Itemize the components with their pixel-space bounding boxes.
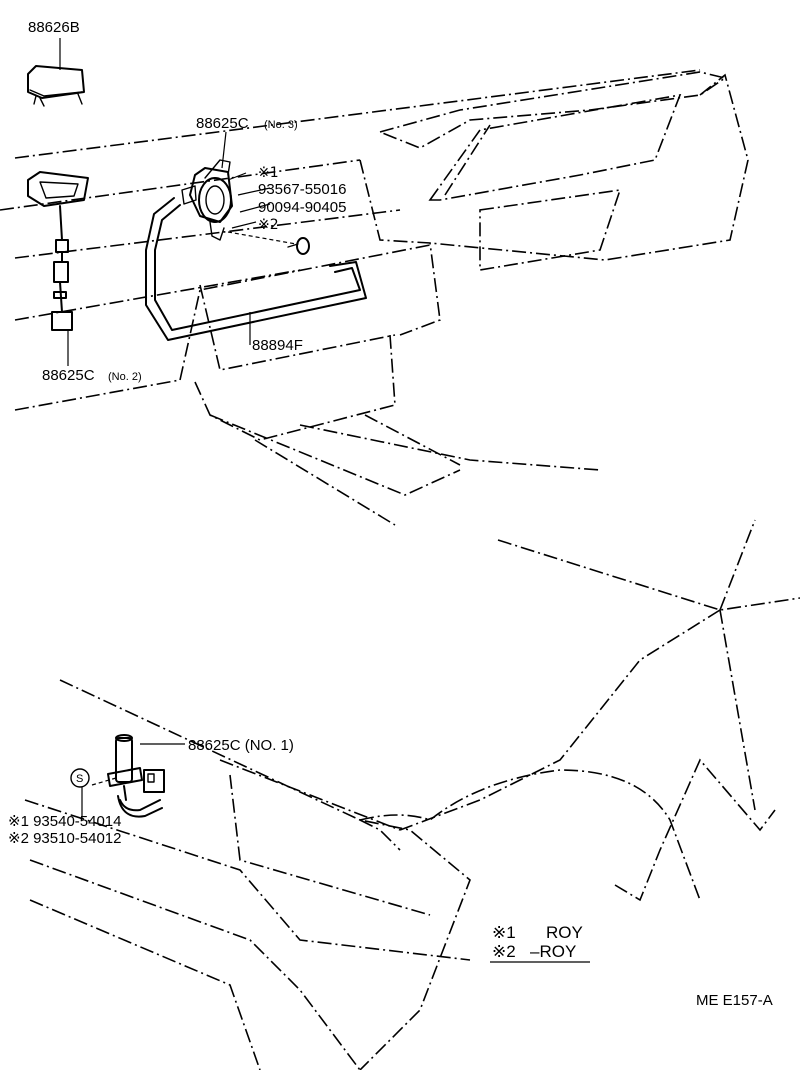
legend: ※1 ROY ※2 –ROY [490, 923, 590, 963]
label-88626B: 88626B [28, 19, 80, 36]
label-88894F: 88894F [252, 337, 303, 354]
cap-88626B [27, 65, 85, 107]
legend-row1-text: ROY [546, 923, 583, 942]
label-90094-90405: 90094-90405 [258, 199, 346, 216]
legend-row2-text: –ROY [530, 942, 576, 961]
label-93567-55016: 93567-55016 [258, 181, 346, 198]
switch-88625C-no2 [27, 171, 89, 331]
part-labels: 88626B 88625C (No. 3) ※1 93567-55016 900… [8, 19, 346, 847]
front-body-outline [24, 519, 800, 1070]
legend-row1-mark: ※1 [492, 923, 516, 942]
label-88625C-no3-qualifier: (No. 3) [264, 119, 298, 131]
label-88625C-no2: 88625C [42, 367, 95, 384]
label-note1-mark: ※1 [258, 165, 279, 181]
legend-row2-mark: ※2 [492, 942, 516, 961]
s-mark-label: S [76, 773, 83, 785]
rear-body-outline [0, 69, 749, 526]
s-mark-circle: S [70, 768, 90, 788]
label-93510-54012: ※2 93510-54012 [8, 830, 122, 847]
label-93540-54014: ※1 93540-54014 [8, 813, 122, 830]
hose-88894F [145, 197, 367, 341]
label-88625C-no1: 88625C (NO. 1) [188, 737, 294, 754]
bolt-90094 [227, 231, 310, 255]
label-88625C-no2-qualifier: (No. 2) [108, 371, 142, 383]
figure-code: ME E157-A [696, 992, 773, 1009]
label-88625C-no3: 88625C [196, 115, 249, 132]
label-note2-mark: ※2 [258, 217, 279, 233]
switch-88625C-no3 [181, 159, 233, 241]
switch-88625C-no1 [91, 734, 165, 818]
leader-lines [59, 38, 271, 818]
